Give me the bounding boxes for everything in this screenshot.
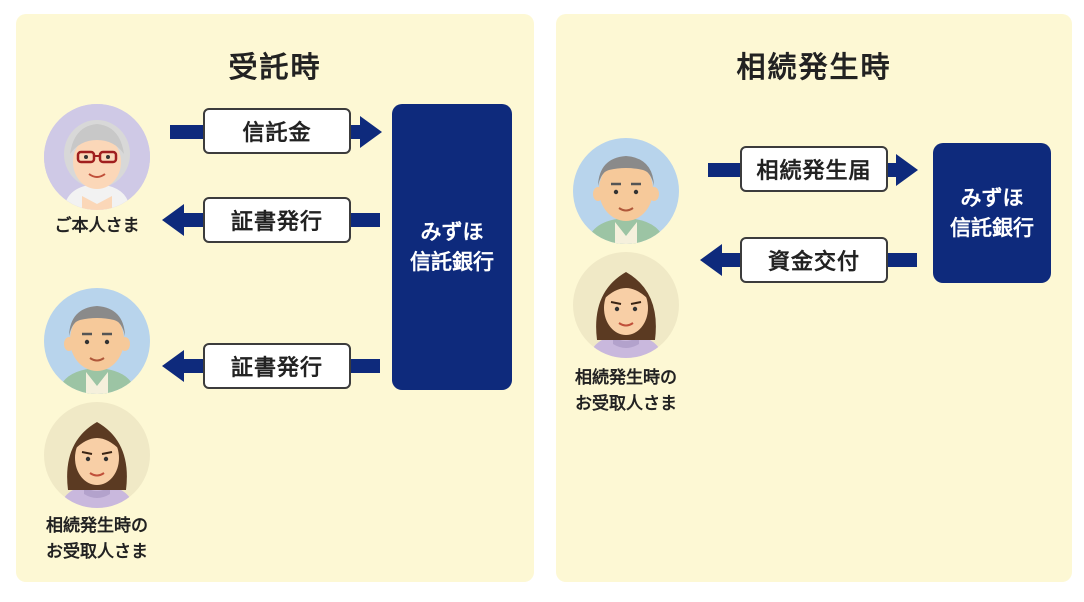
bank-box-right: みずほ 信託銀行 [933,143,1051,283]
elderly-man-avatar [573,138,679,244]
elderly-woman-avatar [44,104,150,210]
self-label: ご本人さま [54,216,140,236]
recipient-label-left-line1: 相続発生時の [46,516,148,536]
trust-money-label: 信託金 [203,108,351,154]
elderly-man-avatar [44,288,150,394]
inheritance-notice-label: 相続発生届 [740,146,888,192]
panel-title-inheritance: 相続発生時 [736,50,892,84]
bank-box-left: みずほ 信託銀行 [392,104,512,390]
bank-name-line1: みずほ [420,220,484,244]
certificate-issue-label-1: 証書発行 [203,197,351,243]
bank-name-line1: みずほ [960,186,1024,210]
recipient-label-right-line1: 相続発生時の [575,368,677,388]
young-woman-avatar [573,252,679,358]
recipient-label-right-line2: お受取人さま [575,394,677,414]
bank-name-line2: 信託銀行 [950,216,1034,240]
young-woman-avatar [44,402,150,508]
bank-name-line2: 信託銀行 [410,250,494,274]
panel-title-trust: 受託時 [228,50,322,84]
certificate-issue-label-2: 証書発行 [203,343,351,389]
recipient-label-left-line2: お受取人さま [46,542,148,562]
fund-payment-label: 資金交付 [740,237,888,283]
